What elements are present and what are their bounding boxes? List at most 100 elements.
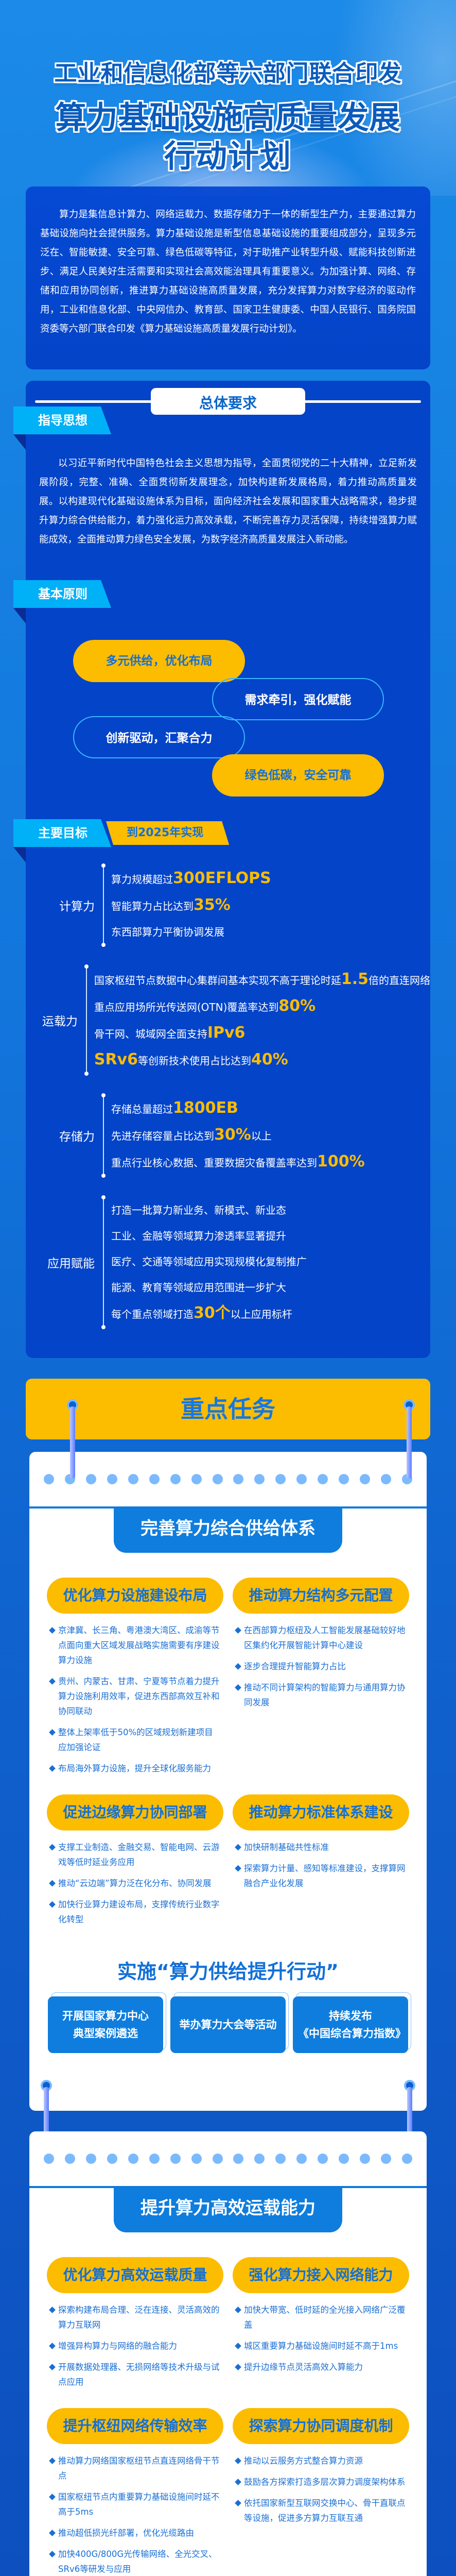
- binder-dot-icon: [44, 2154, 54, 2164]
- binder-dots: [29, 1452, 427, 1509]
- goal-label: 应用赋能: [47, 1257, 95, 1270]
- task-bullet-item: 探索构建布局合理、泛在连接、灵活高效的算力互联网: [49, 2302, 221, 2332]
- task-block-title: 推动算力结构多元配置: [233, 1578, 409, 1614]
- goal-line: 国家枢纽节点数据中心集群间基本实现不高于理论时延1.5倍的直连网络: [94, 970, 430, 988]
- task-bullet-item: 在西部算力枢纽及人工智能发展基础较好地区集约化开展智能计算中心建设: [235, 1623, 407, 1653]
- task-bullet-item: 加快400G/800G光传输网络、全光交叉、SRv6等研发与应用: [49, 2547, 221, 2576]
- binder-ring-connector: [407, 2087, 412, 2164]
- goal-line: SRv6等创新技术使用占比达到40%: [94, 1050, 288, 1069]
- task-block-title: 促进边缘算力协同部署: [47, 1794, 223, 1831]
- section-title-overall: 总体要求: [151, 388, 305, 415]
- action-title: 实施“算力供给提升行动”: [117, 1960, 339, 1983]
- task-bullet-item: 依托国家新型互联网交换中心、骨干直联点等设施，促进多方算力互联互通: [235, 2496, 407, 2526]
- binder-dot-icon: [381, 2154, 391, 2164]
- task-bullet-item: 鼓励各方探索打造多层次算力调度架构体系: [235, 2475, 407, 2489]
- binder-ring-connector: [44, 2087, 49, 2164]
- task-bullet-item: 整体上架率低于50%的区域规划新建项目应加强论证: [49, 1725, 221, 1755]
- binder-dot-icon: [191, 1474, 202, 1484]
- binder-dot-icon: [191, 2154, 202, 2164]
- intro-paragraph: 算力是集信息计算力、网络运载力、数据存储力于一体的新型生产力，主要通过算力基础设…: [40, 209, 416, 334]
- card-footer: [29, 2064, 427, 2164]
- section-title-tab: 完善算力综合供给体系: [114, 1509, 342, 1553]
- key-tasks-banner: 重点任务: [26, 1379, 430, 1479]
- goal-group-application: 应用赋能 打造一批算力新业务、新模式、新业态 工业、金融等领域算力渗透率显著提升…: [26, 1195, 430, 1329]
- goal-line: 医疗、交通等领域应用实现规模化复制推广: [111, 1256, 307, 1268]
- binder-ring-connector: [70, 1406, 75, 1479]
- binder-dot-icon: [381, 1474, 391, 1484]
- binder-dot-icon: [275, 1474, 286, 1484]
- binder-dot-icon: [107, 1474, 117, 1484]
- goal-line: 先进存储容量占比达到30%以上: [111, 1126, 272, 1144]
- binder-dots: [29, 2131, 427, 2188]
- binder-dot-icon: [254, 1474, 265, 1484]
- task-bullet-item: 推动“云边端”算力泛在化分布、协同发展: [49, 1876, 221, 1891]
- binder-dot-icon: [212, 2154, 223, 2164]
- binder-dot-icon: [254, 2154, 265, 2164]
- binder-dot-icon: [44, 1474, 54, 1484]
- overall-requirements-panel: 总体要求 指导思想 以习近平新时代中国特色社会主义思想为指导，全面贯彻党的二十大…: [13, 381, 430, 1358]
- title-line-2: 算力基础设施高质量发展: [55, 100, 401, 136]
- title-line-3: 行动计划: [164, 139, 292, 175]
- task-bullet-item: 探索算力计量、感知等标准建设，支撑算网融合产业化发展: [235, 1861, 407, 1891]
- task-bullet-item: 布局海外算力设施，提升全球化服务能力: [49, 1761, 221, 1776]
- task-block: 提升枢纽网络传输效率推动算力网络国家枢纽节点直连网络骨干节点国家枢纽节点内重要算…: [47, 2408, 223, 2576]
- binder-dot-icon: [149, 2154, 160, 2164]
- task-bullet-item: 推动超低损光纤部署，优化光缆路由: [49, 2526, 221, 2540]
- task-bullet-item: 加快行业算力建设布局，支撑传统行业数字化转型: [49, 1897, 221, 1927]
- task-bullet-item: 提升边缘节点灵活高效入算能力: [235, 2360, 407, 2375]
- task-bullet-item: 支撑工业制造、金融交易、智能电网、云游戏等低时延业务应用: [49, 1840, 221, 1870]
- action-card: 开展国家算力中心 典型案例遴选: [48, 1992, 166, 2053]
- principle-pill: 需求牵引，强化赋能: [212, 678, 384, 720]
- task-block-title: 强化算力接入网络能力: [233, 2257, 409, 2293]
- task-bullet-item: 国家枢纽节点内重要算力基础设施间时延不高于5ms: [49, 2489, 221, 2519]
- goal-line: 智能算力占比达到35%: [111, 896, 231, 914]
- task-bullet-list: 京津冀、长三角、粤港澳大湾区、成渝等节点面向重大区域发展战略实施需要有序建设算力…: [47, 1614, 223, 1787]
- ribbon-tag: 到2025年实现: [106, 821, 229, 845]
- task-block: 推动算力结构多元配置在西部算力枢纽及人工智能发展基础较好地区集约化开展智能计算中…: [233, 1578, 409, 1787]
- task-block-title: 推动算力标准体系建设: [233, 1794, 409, 1831]
- goal-group-transport: 运载力 国家枢纽节点数据中心集群间基本实现不高于理论时延1.5倍的直连网络 重点…: [26, 964, 430, 1076]
- goal-line: 打造一批算力新业务、新模式、新业态: [111, 1204, 286, 1216]
- goal-label: 存储力: [59, 1130, 95, 1144]
- task-bullet-item: 逐步合理提升智能算力占比: [235, 1659, 407, 1674]
- goal-group-compute: 计算力 算力规模超过300EFLOPS 智能算力占比达到35% 东西部算力平衡协…: [26, 863, 430, 947]
- binder-dot-icon: [128, 1474, 138, 1484]
- goal-line: 工业、金融等领域算力渗透率显著提升: [111, 1230, 286, 1242]
- binder-dot-icon: [360, 1474, 371, 1484]
- binder-dot-icon: [149, 1474, 160, 1484]
- goal-label: 运载力: [42, 1015, 78, 1028]
- task-bullet-item: 增强异构算力与网络的融合能力: [49, 2338, 221, 2353]
- binder-dot-icon: [170, 2154, 181, 2164]
- goal-line: 存储总量超过1800EB: [111, 1099, 238, 1117]
- task-block-title: 探索算力协同调度机制: [233, 2408, 409, 2444]
- intro-panel: 算力是集信息计算力、网络运载力、数据存储力于一体的新型生产力，主要通过算力基础设…: [26, 187, 430, 369]
- task-block-title: 优化算力高效运载质量: [47, 2257, 223, 2293]
- principle-pill: 创新驱动，汇聚合力: [73, 716, 245, 758]
- task-bullet-item: 推动不同计算架构的智能算力与通用算力协同发展: [235, 1680, 407, 1710]
- goal-line: 重点应用场所光传送网(OTN)覆盖率达到80%: [94, 997, 316, 1015]
- principle-pill: 多元供给，优化布局: [73, 640, 245, 682]
- binder-ring-connector: [407, 1406, 412, 1479]
- goal-line: 能源、教育等领域应用范围进一步扩大: [111, 1281, 286, 1294]
- ribbon-principles: 基本原则: [13, 580, 430, 623]
- task-bullet-item: 开展数据处理器、无损网络等技术升级与试点应用: [49, 2360, 221, 2389]
- binder-dot-icon: [339, 2154, 349, 2164]
- task-bullet-list: 加快研制基础共性标准探索算力计量、感知等标准建设，支撑算网融合产业化发展: [233, 1831, 409, 1902]
- task-bullet-list: 推动算力网络国家枢纽节点直连网络骨干节点国家枢纽节点内重要算力基础设施间时延不高…: [47, 2444, 223, 2576]
- task-blocks-grid: 优化算力设施建设布局京津冀、长三角、粤港澳大湾区、成渝等节点面向重大区域发展战略…: [29, 1578, 427, 1945]
- task-block: 强化算力接入网络能力加快大带宽、低时延的全光接入网络广泛覆盖城区重要算力基础设施…: [233, 2257, 409, 2401]
- ribbon-label: 主要目标: [13, 819, 111, 847]
- task-block-title: 优化算力设施建设布局: [47, 1578, 223, 1614]
- binder-dot-icon: [296, 1474, 307, 1484]
- action-cards-row: 开展国家算力中心 典型案例遴选举办算力大会等活动持续发布 《中国综合算力指数》: [29, 1992, 427, 2053]
- binder-dot-icon: [85, 2154, 96, 2164]
- principle-pill: 绿色低碳，安全可靠: [212, 754, 384, 796]
- task-bullet-item: 贵州、内蒙古、甘肃、宁夏等节点着力提升算力设施利用效率，促进东西部高效互补和协同…: [49, 1674, 221, 1719]
- section-title-tab: 提升算力高效运载能力: [114, 2188, 342, 2232]
- ribbon-fold: [13, 434, 26, 450]
- task-block: 探索算力协同调度机制推动以云服务方式整合算力资源鼓励各方探索打造多层次算力调度架…: [233, 2408, 409, 2576]
- binder-dot-icon: [401, 2154, 412, 2164]
- ribbon-fold: [13, 608, 26, 623]
- binder-dot-icon: [170, 1474, 181, 1484]
